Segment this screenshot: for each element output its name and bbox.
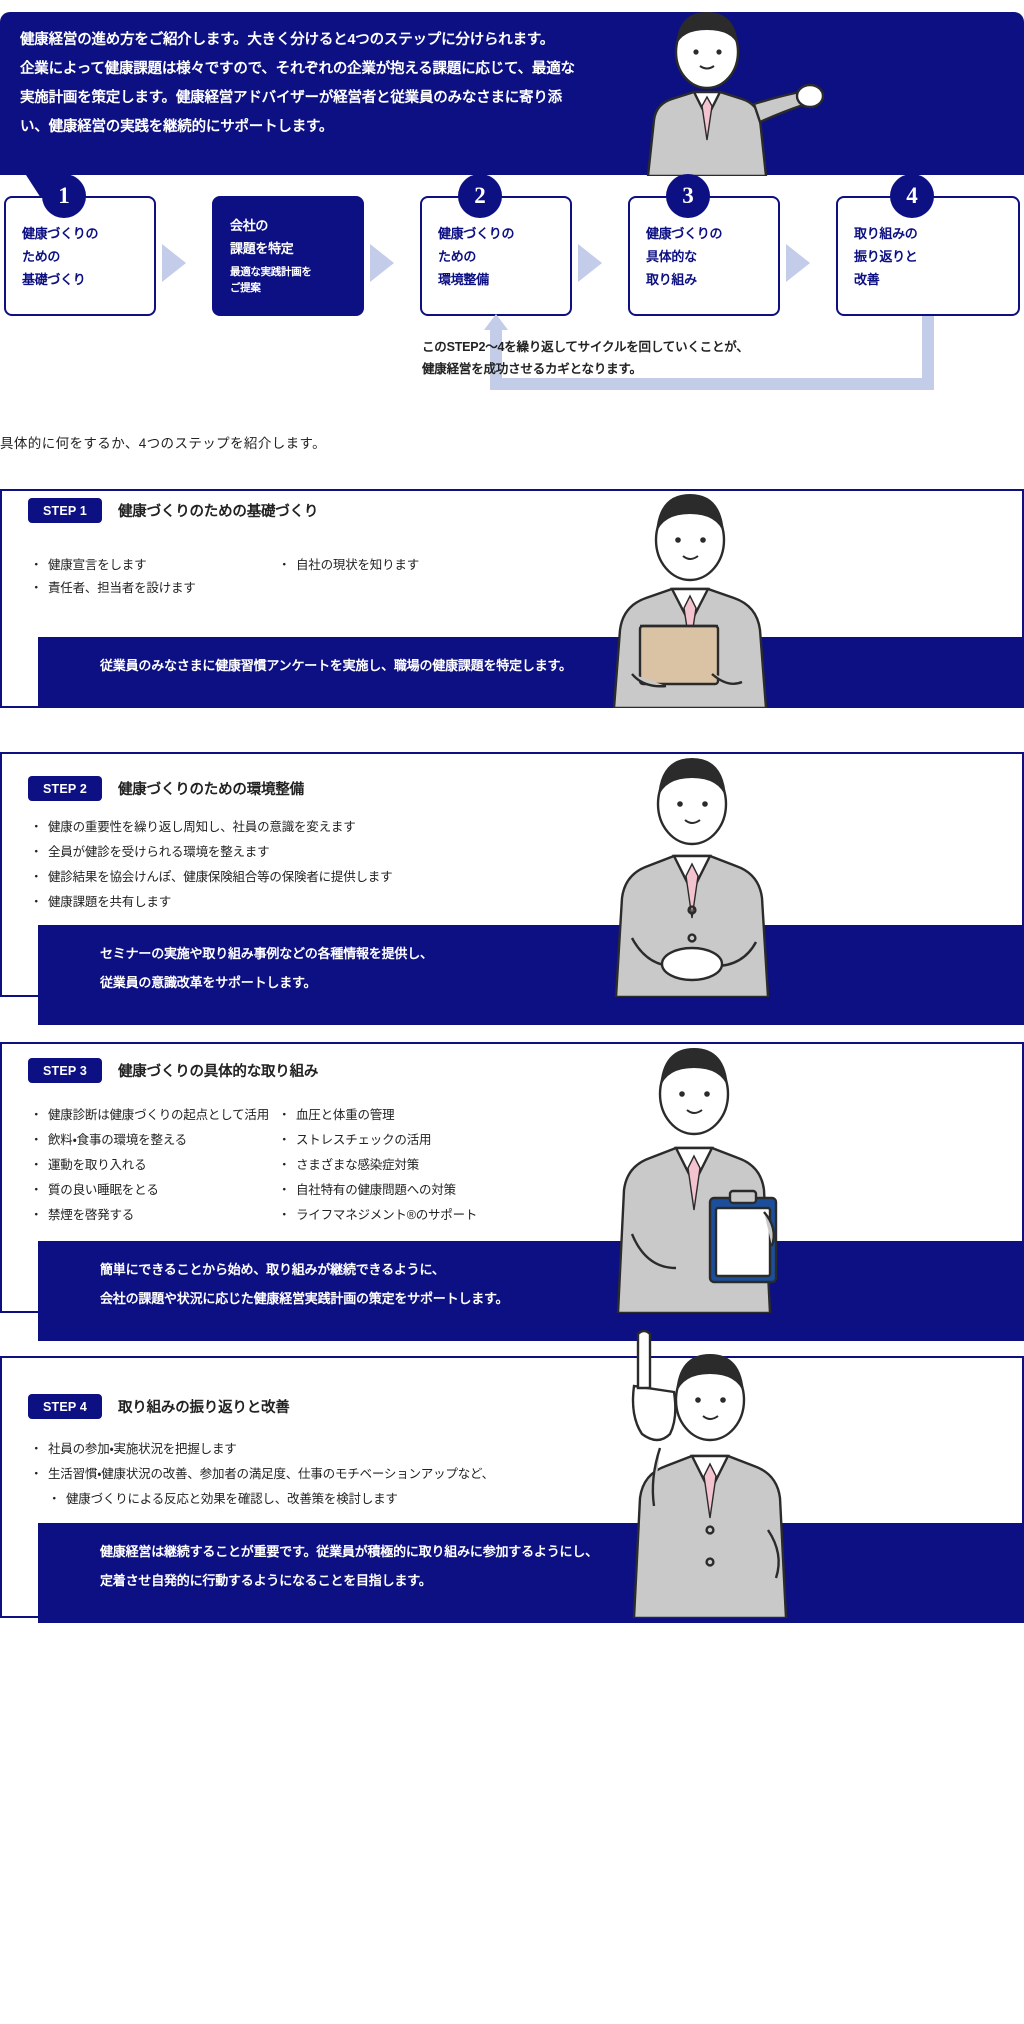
flow-box-2-sub: 最適な実践計画を ご提案 — [230, 266, 312, 294]
step-3-bullet-r-2: さまざまな感染症対策 — [278, 1156, 419, 1175]
step-3-bullet-l-0: 健康診断は健康づくりの起点として活用 — [30, 1106, 269, 1125]
flow-arrow-1 — [162, 244, 186, 282]
step-4-bullet-l-1: 生活習慣・健康状況の改善、参加者の満足度、仕事のモチベーションアップなど、 — [30, 1465, 494, 1484]
step-3-title: 健康づくりの具体的な取り組み — [118, 1064, 319, 1080]
step-1-bullet-l-1: 責任者、担当者を設けます — [30, 579, 196, 598]
step-4-illustration — [608, 1329, 818, 1620]
flow-step-number-3: 3 — [666, 174, 710, 218]
step-2-callout: セミナーの実施や取り組み事例などの各種情報を提供し、 従業員の意識改革をサポート… — [38, 925, 1024, 1025]
flow-arrow-2 — [370, 244, 394, 282]
lead-text: 具体的に何をするか、4つのステップを紹介します。 — [0, 436, 326, 451]
flow-box-1-label: 健康づくりの ための 基礎づくり — [22, 226, 99, 287]
step-2-bullet-l-3: 健康課題を共有します — [30, 893, 171, 912]
step-2-badge: STEP 2 — [28, 776, 102, 801]
flow-box-1: 健康づくりの ための 基礎づくり — [4, 196, 156, 316]
step-4-bullet-l-0: 社員の参加・実施状況を把握します — [30, 1440, 237, 1459]
step-1-bullet-r-0: 自社の現状を知ります — [278, 556, 419, 575]
step-3-bullet-l-2: 運動を取り入れる — [30, 1156, 147, 1175]
step-2-title: 健康づくりのための環境整備 — [118, 782, 304, 798]
flow-box-4: 健康づくりの 具体的な 取り組み — [628, 196, 780, 316]
step-4-person-svg — [631, 1329, 788, 1620]
step-3-bullet-r-0: 血圧と体重の管理 — [278, 1106, 395, 1125]
flow-arrow-3 — [578, 244, 602, 282]
step-1-title: 健康づくりのための基礎づくり — [118, 504, 319, 520]
step-1-bullet-l-0: 健康宣言をします — [30, 556, 147, 575]
flow-box-5: 取り組みの 振り返りと 改善 — [836, 196, 1020, 316]
cycle-arrow-up-icon — [484, 314, 508, 330]
step-3-bullet-r-4: ライフマネジメント®のサポート — [278, 1206, 477, 1225]
step-3-bullet-r-3: 自社特有の健康問題への対策 — [278, 1181, 456, 1200]
flow-arrow-4 — [786, 244, 810, 282]
step-1-badge: STEP 1 — [28, 498, 102, 523]
intro-text: 健康経営の進め方をご紹介します。大きく分けると4つのステップに分けられます。 企… — [20, 32, 575, 135]
presenter-svg-top — [646, 12, 825, 178]
cycle-note: このSTEP2〜4を繰り返してサイクルを回していくことが、 健康経営を成功させる… — [422, 340, 749, 376]
step-1-illustration — [592, 478, 802, 710]
flow-step-number-1: 1 — [42, 174, 86, 218]
cycle-line-vertical-right — [922, 316, 934, 390]
step-4-callout: 健康経営は継続することが重要です。従業員が積極的に取り組みに参加するようにし、 … — [38, 1523, 1024, 1623]
step-3-illustration — [592, 1028, 812, 1315]
flow-box-3: 健康づくりの ための 環境整備 — [420, 196, 572, 316]
flow-box-3-label: 健康づくりの ための 環境整備 — [438, 226, 515, 287]
step-3-bullet-l-1: 飲料・食事の環境を整える — [30, 1131, 187, 1150]
step-3-bullet-l-3: 質の良い睡眠をとる — [30, 1181, 159, 1200]
step-3-badge: STEP 3 — [28, 1058, 102, 1083]
step-3-bullet-r-1: ストレスチェックの活用 — [278, 1131, 432, 1150]
step-4-bullet-l-2: 健康づくりによる反応と効果を確認し、改善策を検討します — [48, 1490, 398, 1509]
flow-step-number-2: 2 — [458, 174, 502, 218]
process-flow: 健康づくりの ための 基礎づくり 1 会社の 課題を特定 最適な実践計画を ご提… — [0, 174, 1024, 316]
step-3-person-svg — [616, 1048, 778, 1315]
step-2-bullet-l-1: 全員が健診を受けられる環境を整えます — [30, 843, 270, 862]
flow-box-2-label: 会社の 課題を特定 — [230, 218, 294, 256]
cycle-line-horizontal — [490, 378, 934, 390]
step-2-illustration — [592, 742, 802, 999]
flow-box-5-label: 取り組みの 振り返りと 改善 — [854, 226, 918, 287]
flow-step-number-4: 4 — [890, 174, 934, 218]
cycle-line-vertical-left — [490, 330, 502, 384]
step-3-bullet-l-4: 禁煙を啓発する — [30, 1206, 134, 1225]
step-1-person-svg — [612, 494, 768, 710]
step-2-person-svg — [614, 758, 770, 999]
flow-box-2: 会社の 課題を特定 最適な実践計画を ご提案 — [212, 196, 364, 316]
step-4-badge: STEP 4 — [28, 1394, 102, 1419]
intro-banner — [0, 12, 1024, 175]
step-4-title: 取り組みの振り返りと改善 — [118, 1400, 290, 1416]
presenter-illustration-top — [620, 0, 830, 178]
step-1-callout: 従業員のみなさまに健康習慣アンケートを実施し、職場の健康課題を特定します。 — [38, 637, 1024, 708]
step-3-callout: 簡単にできることから始め、取り組みが継続できるように、 会社の課題や状況に応じた… — [38, 1241, 1024, 1341]
flow-box-4-label: 健康づくりの 具体的な 取り組み — [646, 226, 723, 287]
step-2-bullet-l-2: 健診結果を協会けんぽ、健康保険組合等の保険者に提供します — [30, 868, 393, 887]
step-2-bullet-l-0: 健康の重要性を繰り返し周知し、社員の意識を変えます — [30, 818, 356, 837]
